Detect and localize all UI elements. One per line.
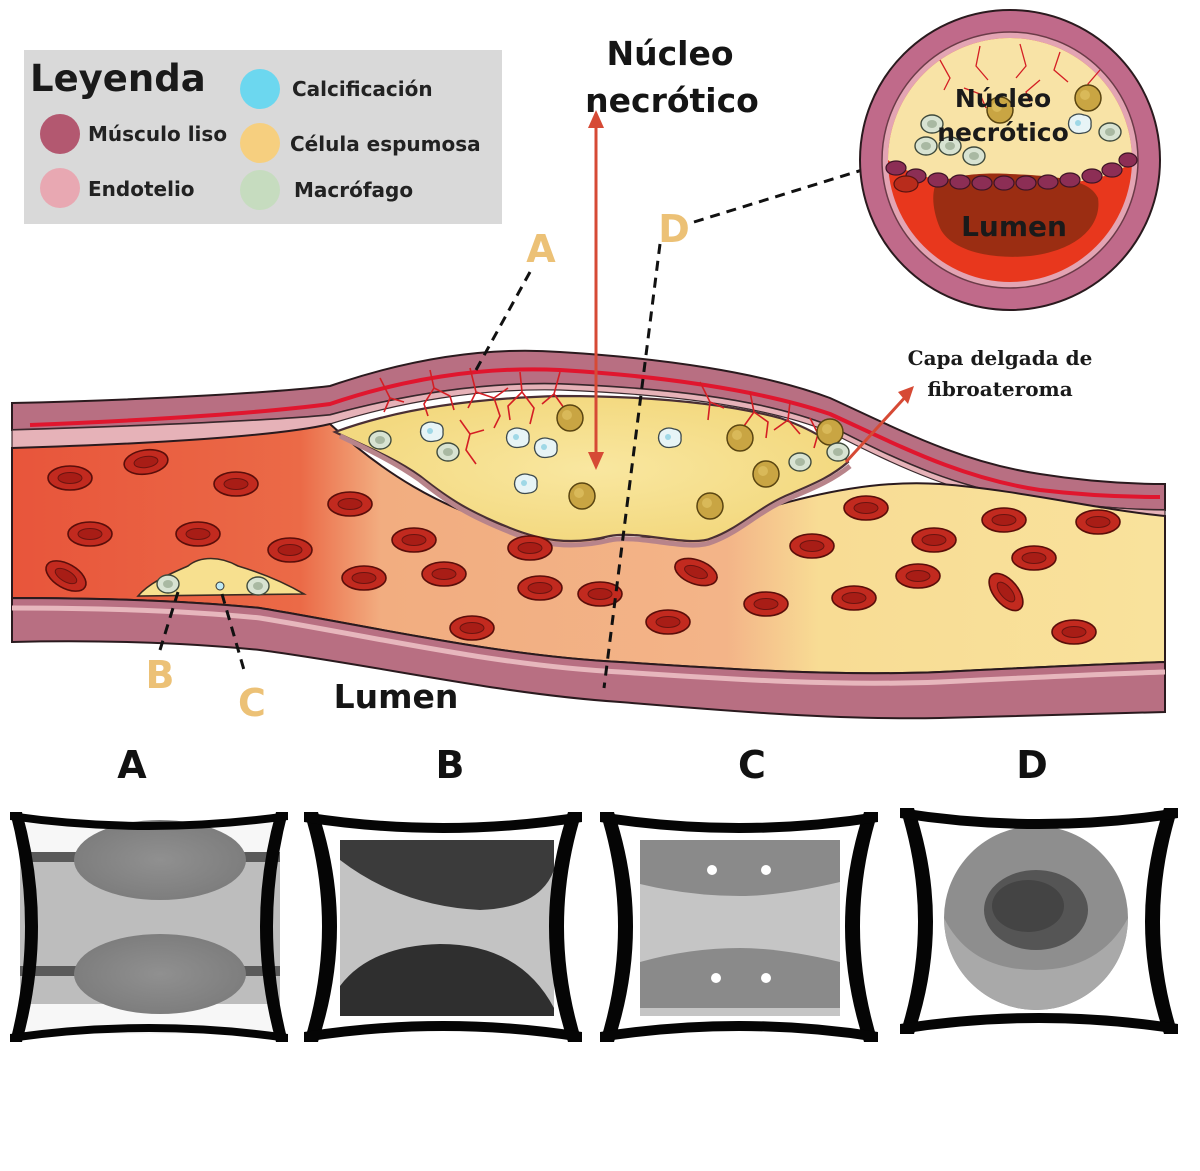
macrophage [826, 442, 850, 462]
inset-lumen-label: Lumen [961, 210, 1067, 243]
thin-cap-label-line1: Capa delgada de [908, 346, 1093, 370]
red-blood-cell [789, 533, 835, 559]
red-blood-cell [47, 465, 93, 491]
inset-macrophage [1098, 122, 1122, 142]
marker-d: D [658, 207, 690, 251]
inset-macrophage [962, 146, 986, 166]
legend: Leyenda Músculo liso Endotelio Calcifica… [24, 50, 502, 224]
macrophage [436, 442, 460, 462]
angiographic-panels: A B C D [10, 743, 1178, 1042]
inset-red-blood-cell [893, 175, 919, 193]
inset-core-label-line1: Núcleo [955, 84, 1051, 113]
red-blood-cell [267, 537, 313, 563]
red-blood-cell [517, 575, 563, 601]
fibrous-cap-edge [338, 433, 852, 548]
panel-a-letter: A [117, 743, 147, 787]
panel-c-letter: C [738, 743, 766, 787]
red-blood-cell [1075, 509, 1121, 535]
foam-cell [696, 492, 724, 520]
calcification [513, 473, 538, 495]
calcification [505, 427, 530, 449]
arrowhead-up [588, 110, 604, 128]
thin-cap-arrow [844, 392, 910, 464]
angiographic-view-b-icon [304, 812, 582, 1042]
red-blood-cell [507, 535, 553, 561]
foam-cell [556, 404, 584, 432]
marker-b: B [146, 653, 175, 697]
macrophage [246, 576, 270, 596]
red-blood-cell [175, 521, 221, 547]
angiographic-view-a-icon [10, 812, 288, 1042]
legend-swatch-foam-cell [240, 123, 280, 163]
red-blood-cell [391, 527, 437, 553]
legend-title: Leyenda [30, 57, 206, 100]
thin-cap-arrowhead [898, 386, 914, 404]
foam-cell [726, 424, 754, 452]
legend-swatch-macrophage [240, 170, 280, 210]
red-blood-cell [843, 495, 889, 521]
inset-foam-cell [1074, 84, 1102, 112]
inset-boundary-beads [885, 152, 1138, 191]
foam-cell [568, 482, 596, 510]
inset-macrophage [914, 136, 938, 156]
red-blood-cell [341, 565, 387, 591]
necrotic-core-label-line2: necrótico [585, 81, 759, 120]
marker-c: C [238, 681, 266, 725]
calcification [533, 437, 558, 459]
legend-label-smooth-muscle: Músculo liso [88, 122, 227, 146]
neovessels [379, 367, 819, 465]
red-blood-cell [645, 609, 691, 635]
macrophage [368, 430, 392, 450]
necrotic-core-label-line1: Núcleo [606, 34, 733, 73]
macrophage [156, 574, 180, 594]
inset-neovessels [939, 43, 1101, 109]
legend-label-foam-cell: Célula espumosa [290, 132, 481, 156]
foam-cell [752, 460, 780, 488]
thin-cap-label-line2: fibroateroma [927, 377, 1072, 401]
vasa-vasorum-line [29, 367, 1161, 499]
artery-longitudinal [11, 349, 1166, 720]
endothelium-lower [11, 605, 1166, 686]
inset-lumen [933, 173, 1099, 257]
macrophage [788, 452, 812, 472]
legend-label-endothelium: Endotelio [88, 177, 195, 201]
panel-d-letter: D [1016, 743, 1048, 787]
arrowhead-down [588, 452, 604, 470]
lower-vessel-wall [11, 596, 1166, 720]
lumen-label: Lumen [334, 677, 459, 716]
legend-swatch-calcification [240, 69, 280, 109]
marker-a: A [526, 227, 556, 271]
pointer-a [474, 271, 532, 371]
red-blood-cell [981, 507, 1027, 533]
annotations: Núcleo necrótico A D B C Lumen Capa delg… [146, 34, 1093, 725]
cross-section-view-d-icon [900, 808, 1178, 1034]
pointer-d-inset [693, 160, 889, 224]
calcification [419, 421, 444, 443]
red-blood-cell [421, 561, 467, 587]
legend-label-macrophage: Macrófago [294, 178, 413, 202]
angiographic-view-c-icon [600, 812, 878, 1042]
inset-cross-section: Núcleo necrótico Lumen [859, 9, 1161, 311]
legend-swatch-endothelium [40, 168, 80, 208]
red-blood-cell [327, 491, 373, 517]
red-blood-cell [1011, 545, 1057, 571]
panel-b-letter: B [436, 743, 465, 787]
red-blood-cell [895, 563, 941, 589]
red-blood-cell [743, 591, 789, 617]
pointer-c [220, 593, 246, 671]
red-blood-cell [449, 615, 495, 641]
pointer-d [602, 243, 662, 689]
inset-calcification [1067, 113, 1092, 135]
red-blood-cell [213, 471, 259, 497]
foam-cell [816, 418, 844, 446]
red-blood-cell [67, 521, 113, 547]
legend-label-calcification: Calcificación [292, 77, 433, 101]
red-blood-cell [911, 527, 957, 553]
calcification [657, 427, 682, 449]
red-blood-cell [831, 585, 877, 611]
red-blood-cell [1051, 619, 1097, 645]
legend-swatch-smooth-muscle [40, 114, 80, 154]
inset-core-label-line2: necrótico [937, 118, 1069, 147]
